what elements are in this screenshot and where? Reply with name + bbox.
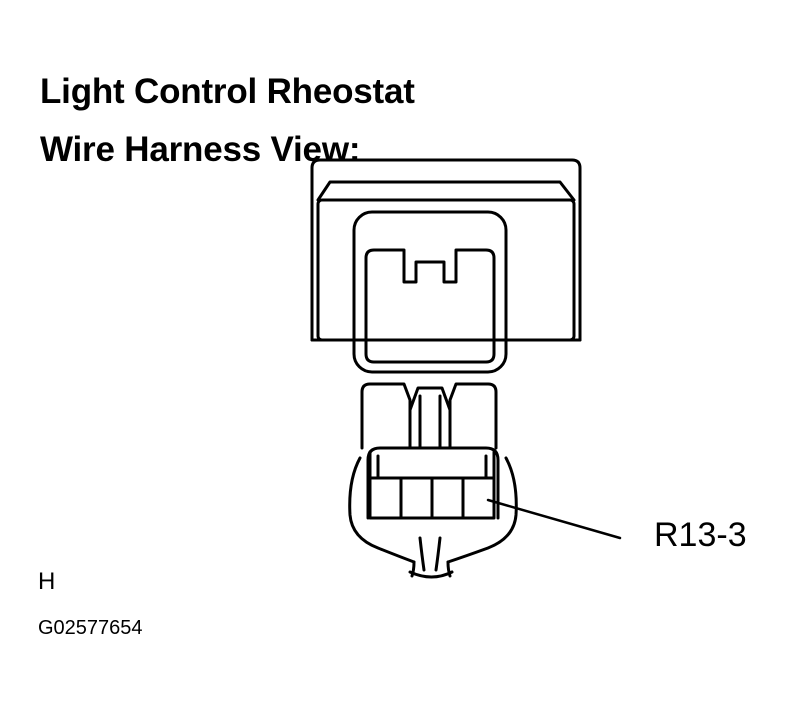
wire-boot (348, 456, 518, 579)
harness-connector-latch (360, 382, 498, 450)
harness-connector-face (366, 446, 500, 520)
diagram-title-line-2: Wire Harness View: (40, 130, 361, 169)
section-code-letter: H (38, 568, 56, 595)
callout-leader-line (486, 498, 622, 540)
rheostat-housing (310, 158, 582, 342)
housing-plug-shell (352, 210, 508, 374)
terminal-callout-label: R13-3 (654, 516, 747, 554)
figure-id: G02577654 (38, 617, 143, 639)
diagram-title-line-1: Light Control Rheostat (40, 72, 415, 111)
